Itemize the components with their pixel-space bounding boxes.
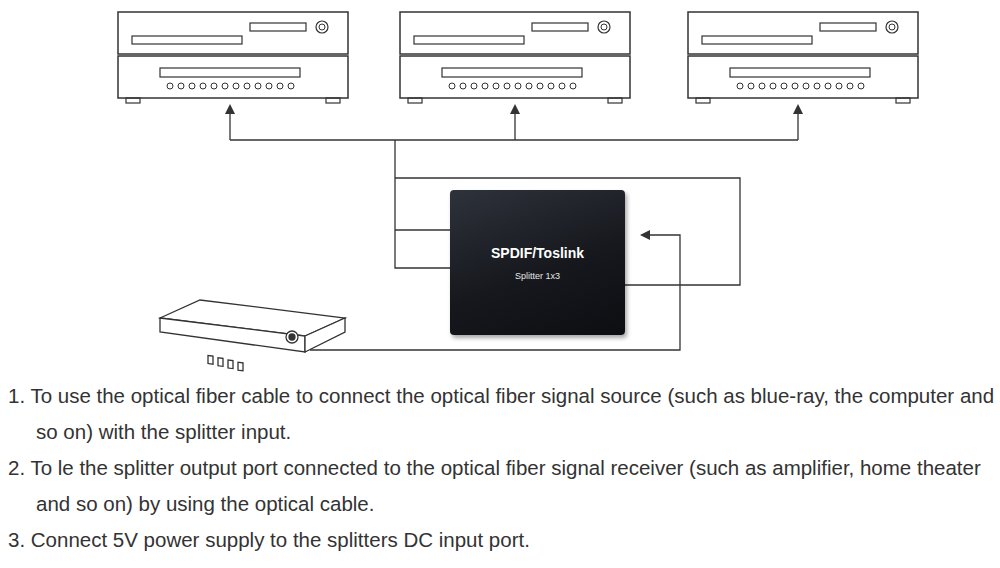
amplifier-device bbox=[118, 12, 348, 103]
splitter-box: SPDIF/ToslinkSplitter 1x3 bbox=[450, 190, 625, 335]
instruction-step: 1. To use the optical fiber cable to con… bbox=[8, 378, 996, 450]
amplifier-device bbox=[688, 12, 918, 103]
device-title: SPDIF/Toslink bbox=[491, 245, 584, 261]
amplifier-device bbox=[400, 12, 630, 103]
instruction-step: 3. Connect 5V power supply to the splitt… bbox=[8, 522, 996, 558]
device-subtitle: Splitter 1x3 bbox=[515, 271, 560, 281]
instruction-step: 2. To le the splitter output port connec… bbox=[8, 450, 996, 522]
